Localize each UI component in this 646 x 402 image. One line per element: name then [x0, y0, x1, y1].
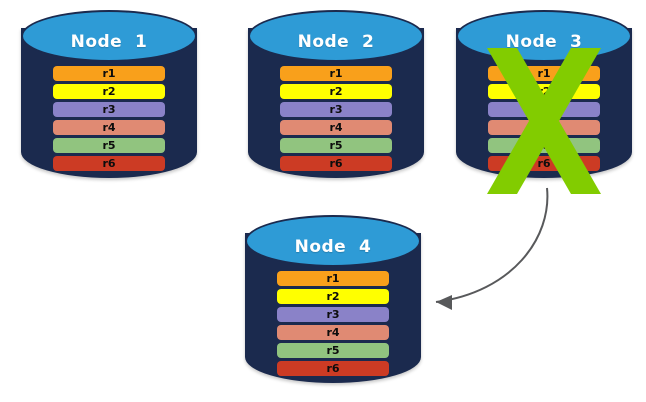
- node-1[interactable]: Node 1 r1 r2 r3 r4 r5 r6: [21, 10, 197, 178]
- record-row-r3[interactable]: r3: [488, 102, 600, 117]
- record-row-r5[interactable]: r5: [280, 138, 392, 153]
- record-row-r4[interactable]: r4: [277, 325, 389, 340]
- cylinder-top-ellipse: [245, 215, 421, 267]
- cylinder-top-ellipse: [248, 10, 424, 62]
- record-row-r6[interactable]: r6: [277, 361, 389, 376]
- record-row-r1[interactable]: r1: [53, 66, 165, 81]
- record-row-r4[interactable]: r4: [280, 120, 392, 135]
- record-row-stack: r1 r2 r3 r4 r5 r6: [53, 66, 165, 171]
- record-row-r2[interactable]: r2: [488, 84, 600, 99]
- node-4[interactable]: Node 4 r1 r2 r3 r4 r5 r6: [245, 215, 421, 383]
- node-3[interactable]: Node 3 r1 r2 r3 r4 r5 r6: [456, 10, 632, 194]
- record-row-r6[interactable]: r6: [53, 156, 165, 171]
- record-row-r2[interactable]: r2: [277, 289, 389, 304]
- record-row-r1[interactable]: r1: [280, 66, 392, 81]
- record-row-r5[interactable]: r5: [488, 138, 600, 153]
- arrow-curve: [435, 187, 549, 303]
- record-row-r5[interactable]: r5: [53, 138, 165, 153]
- record-row-stack: r1 r2 r3 r4 r5 r6: [488, 66, 600, 171]
- node-title-label: Node 3: [505, 32, 583, 52]
- record-row-stack: r1 r2 r3 r4 r5 r6: [277, 271, 389, 376]
- record-row-r2[interactable]: r2: [53, 84, 165, 99]
- record-row-r3[interactable]: r3: [53, 102, 165, 117]
- record-row-r4[interactable]: r4: [488, 120, 600, 135]
- node-title-label: Node 2: [297, 32, 375, 52]
- node-title-label: Node 1: [70, 32, 148, 52]
- node-title-label: Node 4: [294, 237, 372, 257]
- record-row-stack: r1 r2 r3 r4 r5 r6: [280, 66, 392, 171]
- cylinder-top-ellipse: [21, 10, 197, 62]
- arrow-head: [436, 295, 452, 310]
- record-row-r6[interactable]: r6: [488, 156, 600, 171]
- record-row-r6[interactable]: r6: [280, 156, 392, 171]
- record-row-r5[interactable]: r5: [277, 343, 389, 358]
- record-row-r3[interactable]: r3: [280, 102, 392, 117]
- node-2[interactable]: Node 2 r1 r2 r3 r4 r5 r6: [248, 10, 424, 178]
- record-row-r3[interactable]: r3: [277, 307, 389, 322]
- record-row-r4[interactable]: r4: [53, 120, 165, 135]
- record-row-r1[interactable]: r1: [277, 271, 389, 286]
- record-row-r1[interactable]: r1: [488, 66, 600, 81]
- record-row-r2[interactable]: r2: [280, 84, 392, 99]
